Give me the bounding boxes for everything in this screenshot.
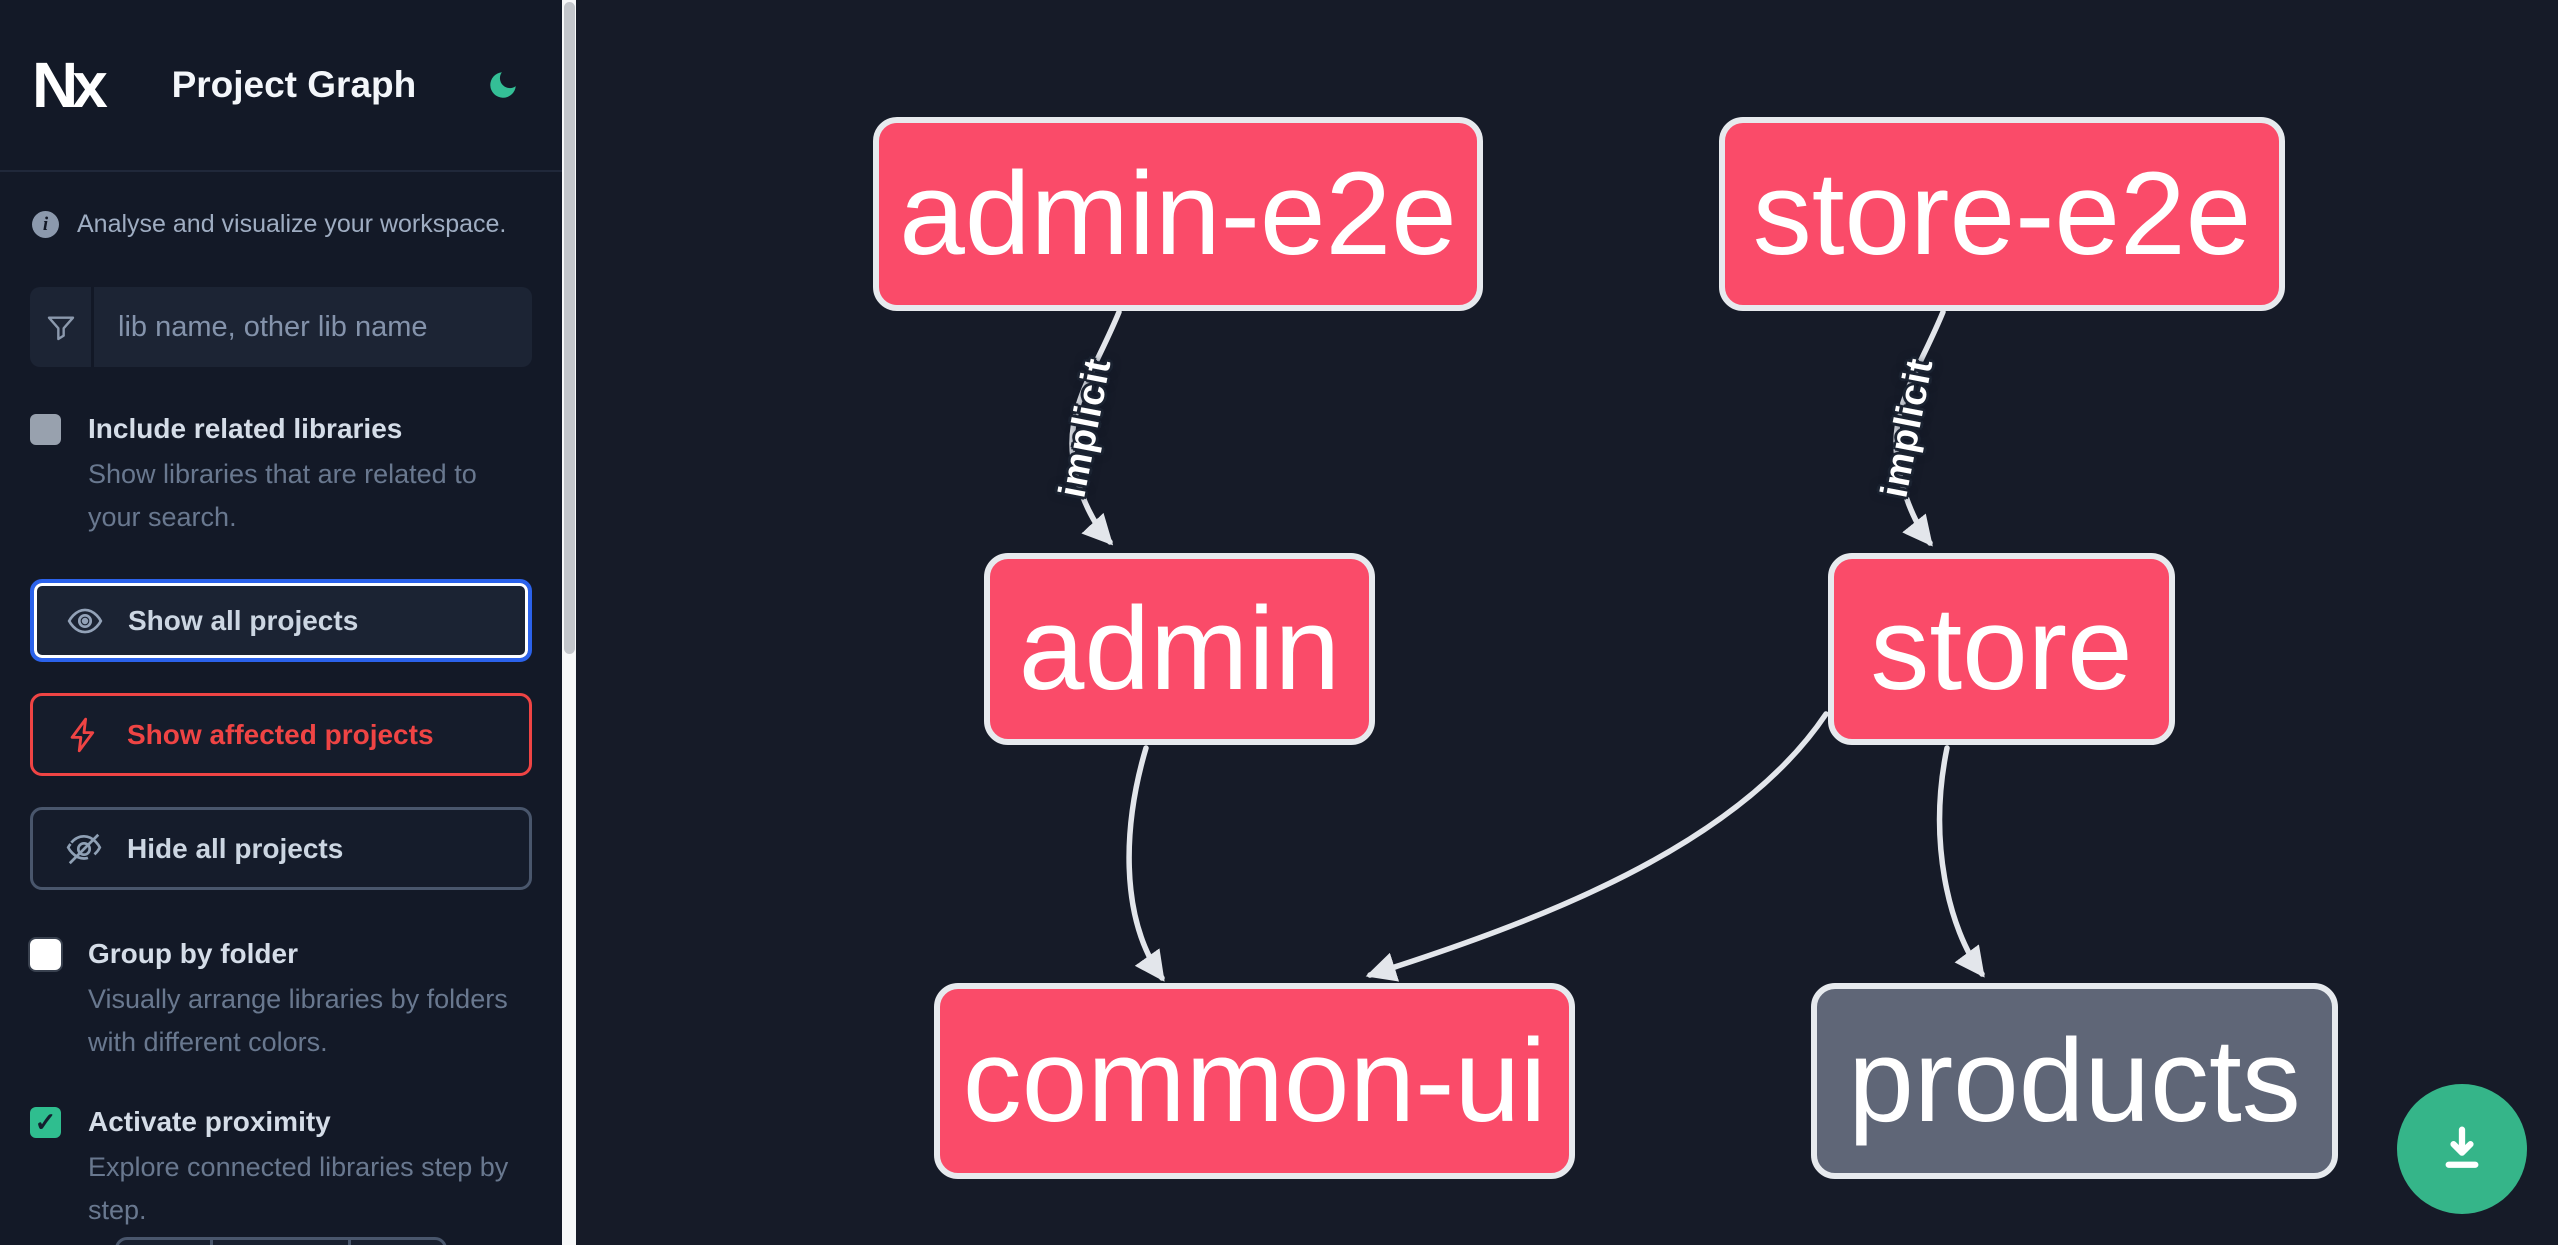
nx-logo: Nx	[32, 49, 108, 121]
show-affected-projects-button[interactable]: Show affected projects	[30, 693, 532, 776]
filter-funnel-icon	[30, 287, 94, 367]
download-graph-button[interactable]	[2397, 1084, 2527, 1214]
show-affected-projects-label: Show affected projects	[127, 718, 434, 750]
bolt-icon	[70, 717, 95, 752]
edge-store-common-ui	[1365, 711, 1829, 982]
sidebar-scrollbar-track[interactable]	[562, 0, 576, 1245]
activate-proximity-label: Activate proximity	[88, 1106, 331, 1137]
proximity-stepper[interactable]	[115, 1237, 447, 1245]
sidebar-header: Nx Project Graph	[0, 0, 562, 172]
group-by-folder-option[interactable]: Group by folder Visually arrange librari…	[30, 934, 532, 1064]
project-actions: Show all projects Show affected projects…	[30, 579, 532, 890]
tagline-text: Analyse and visualize your workspace.	[77, 210, 507, 238]
proximity-increment-segment[interactable]	[351, 1240, 444, 1245]
node-products[interactable]: products	[1811, 983, 2338, 1179]
node-store[interactable]: store	[1828, 553, 2175, 745]
sidebar: Nx Project Graph i Analyse and visualize…	[0, 0, 562, 1245]
activate-proximity-description: Explore connected libraries step by step…	[88, 1152, 509, 1225]
node-store-e2e[interactable]: store-e2e	[1719, 117, 2285, 311]
node-common-ui[interactable]: common-ui	[934, 983, 1575, 1179]
proximity-value-segment	[213, 1240, 351, 1245]
include-related-option[interactable]: Include related libraries Show libraries…	[30, 409, 532, 539]
show-all-projects-button[interactable]: Show all projects	[30, 579, 532, 662]
edge-admin-e2e-admin	[1069, 309, 1122, 546]
eye-icon	[67, 608, 103, 633]
show-all-projects-label: Show all projects	[128, 604, 359, 636]
group-by-folder-description: Visually arrange libraries by folders wi…	[88, 984, 508, 1057]
include-related-checkbox[interactable]	[30, 414, 61, 445]
page-title: Project Graph	[171, 64, 417, 105]
info-icon: i	[32, 211, 59, 238]
sidebar-scrollbar-thumb[interactable]	[563, 2, 575, 654]
group-by-folder-checkbox[interactable]	[30, 939, 61, 970]
hide-all-projects-label: Hide all projects	[127, 832, 344, 864]
hide-all-projects-button[interactable]: Hide all projects	[30, 807, 532, 890]
dark-mode-moon-icon[interactable]	[486, 68, 520, 102]
group-by-folder-label: Group by folder	[88, 938, 298, 969]
edge-store-e2e-store	[1893, 309, 1946, 547]
edge-admin-common-ui	[1126, 745, 1165, 982]
include-related-label: Include related libraries	[88, 413, 403, 444]
activate-proximity-checkbox[interactable]: ✓	[30, 1107, 61, 1138]
check-icon: ✓	[34, 1107, 57, 1137]
edge-store-products	[1936, 745, 1985, 978]
eye-off-icon	[66, 833, 102, 864]
library-search-box	[30, 287, 532, 367]
include-related-description: Show libraries that are related to your …	[88, 459, 477, 532]
download-icon	[2445, 1126, 2479, 1168]
activate-proximity-option[interactable]: ✓ Activate proximity Explore connected l…	[30, 1102, 532, 1232]
node-admin-e2e[interactable]: admin-e2e	[873, 117, 1483, 311]
workspace-info-row: i Analyse and visualize your workspace.	[32, 210, 526, 239]
proximity-decrement-segment[interactable]	[118, 1240, 213, 1245]
node-admin[interactable]: admin	[984, 553, 1375, 745]
search-input[interactable]	[94, 287, 532, 367]
